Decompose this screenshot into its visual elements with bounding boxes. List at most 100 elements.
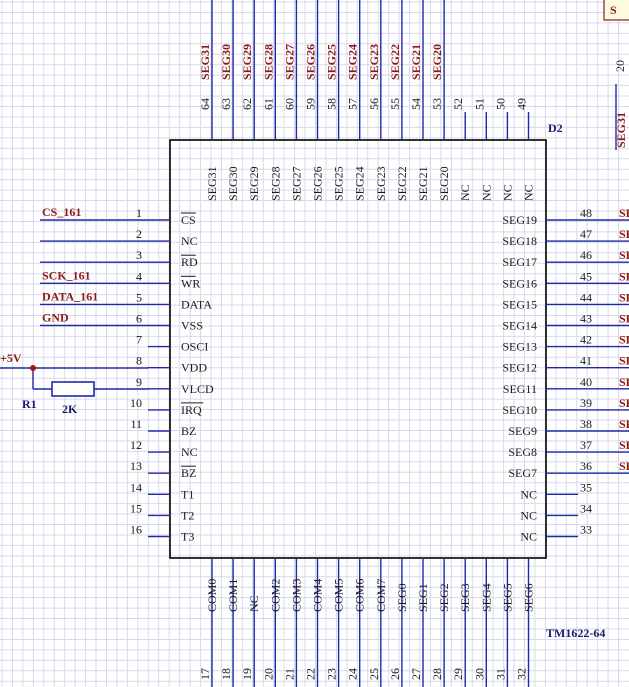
bottom-pin-number: 26 [388, 668, 402, 680]
right-pin-number: 45 [580, 269, 592, 283]
right-net-label: SEG [619, 375, 629, 389]
right-pin-name: SEG16 [502, 276, 537, 290]
bottom-pin-number: 25 [367, 668, 381, 680]
right-net-label: SEG [619, 459, 629, 473]
top-pin-name: SEG25 [332, 166, 346, 201]
right-pin-name: SEG18 [502, 234, 537, 248]
top-pin-number: 51 [472, 98, 486, 110]
right-pin: 44SEG15SEG [502, 290, 629, 311]
top-pin-name: SEG20 [437, 166, 451, 201]
right-net-label: SEG [619, 396, 629, 410]
bottom-pin: 18 COM1 [219, 558, 240, 687]
top-pin-number: 56 [367, 98, 381, 110]
left-pin-number: 14 [130, 480, 142, 494]
right-pin-name: NC [520, 508, 537, 522]
top-pin-number: 50 [493, 98, 507, 110]
right-pin-name: SEG12 [502, 361, 537, 375]
right-pin-name: SEG11 [503, 382, 537, 396]
top-net-label: SEG23 [367, 44, 381, 80]
left-pin-number: 4 [136, 269, 142, 283]
right-pin: 39SEG10SEG [502, 396, 629, 417]
right-net-label: SEG [619, 333, 629, 347]
right-pin-number: 35 [580, 480, 592, 494]
bottom-pin-number: 30 [472, 668, 486, 680]
right-pin-name: SEG17 [502, 255, 537, 269]
bottom-pin-name: COM1 [226, 579, 240, 612]
top-pin-number: 61 [261, 98, 275, 110]
top-pin-group: 64SEG31SEG3163SEG30SEG3062SEG29SEG2961SE… [198, 0, 536, 201]
top-pin-number: 58 [325, 98, 339, 110]
left-pin-name: CS [181, 213, 196, 227]
left-pin-name: NC [181, 234, 198, 248]
right-pin-name: NC [520, 530, 537, 544]
top-pin-number: 57 [346, 98, 360, 110]
bottom-pin-name: SEG0 [395, 583, 409, 612]
bottom-pin-number: 32 [515, 668, 529, 680]
left-pin-number: 1 [136, 206, 142, 220]
junction-dot [30, 365, 36, 371]
bottom-pin-name: SEG1 [416, 583, 430, 612]
top-net-label: SEG28 [261, 44, 275, 80]
right-pin-number: 44 [580, 290, 592, 304]
right-pin: 36SEG7SEG [508, 459, 629, 480]
top-net-label: SEG21 [409, 44, 423, 80]
left-pin-number: 6 [136, 312, 142, 326]
top-pin-name: SEG24 [353, 166, 367, 201]
left-pin-name: IRQ [181, 403, 202, 417]
right-pin: 47SEG18SEG [502, 227, 629, 248]
supply-network: +5V R1 2K [0, 351, 148, 416]
right-net-label: SEG [619, 417, 629, 431]
r1-designator: R1 [22, 397, 37, 411]
top-pin-number: 54 [409, 98, 423, 110]
bottom-pin-number: 29 [451, 668, 465, 680]
bottom-pin-name: SEG6 [522, 583, 536, 612]
left-pin-number: 2 [136, 227, 142, 241]
left-pin-number: 8 [136, 354, 142, 368]
top-pin-name: SEG28 [268, 166, 282, 201]
offpage-box [603, 0, 629, 21]
left-pin-name: VSS [181, 319, 203, 333]
bottom-pin: 26 SEG0 [388, 558, 409, 687]
left-pin-name: T1 [181, 487, 194, 501]
right-pin-name: SEG8 [508, 445, 537, 459]
right-pin: 42SEG13SEG [502, 333, 629, 354]
left-pin-name: T3 [181, 530, 194, 544]
bottom-pin-name: SEG3 [458, 583, 472, 612]
bottom-pin-number: 28 [430, 668, 444, 680]
top-pin-name: NC [479, 184, 493, 201]
net-label: SCK_161 [42, 268, 91, 282]
bottom-pin-number: 18 [219, 668, 233, 680]
right-pin-number: 46 [580, 248, 592, 262]
top-pin-name: SEG23 [374, 166, 388, 201]
right-pin-number: 48 [580, 206, 592, 220]
right-pin-name: SEG9 [508, 424, 537, 438]
top-pin-number: 53 [430, 98, 444, 110]
top-pin-name: SEG27 [289, 166, 303, 201]
offpage-pin-number: 20 [613, 60, 627, 72]
top-pin-number: 49 [515, 98, 529, 110]
bottom-pin-number: 31 [493, 668, 507, 680]
right-net-label: SEG [619, 248, 629, 262]
offpage-net-label: SEG31 [614, 112, 628, 148]
left-pin-number: 9 [136, 375, 142, 389]
